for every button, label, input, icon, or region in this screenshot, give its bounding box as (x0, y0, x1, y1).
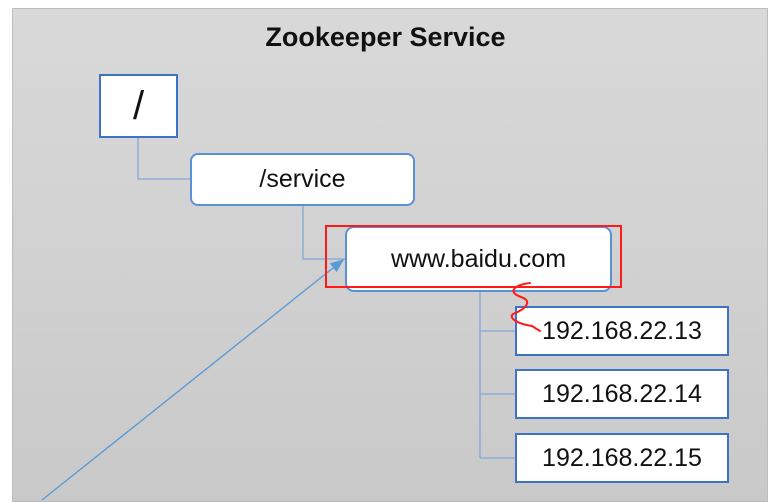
ip-node-3: 192.168.22.15 (515, 433, 729, 483)
ip-node-1: 192.168.22.13 (515, 306, 729, 356)
domain-node: www.baidu.com (345, 226, 612, 292)
connector-service-domain (302, 206, 345, 260)
connector-root-service (137, 138, 190, 180)
root-node: / (99, 74, 178, 138)
annotation-highlight-box (325, 225, 622, 288)
watcher-arrow (41, 259, 345, 501)
ip-node-2: 192.168.22.14 (515, 369, 729, 419)
service-node: /service (190, 153, 415, 206)
diagram-title: Zookeeper Service (265, 22, 506, 52)
